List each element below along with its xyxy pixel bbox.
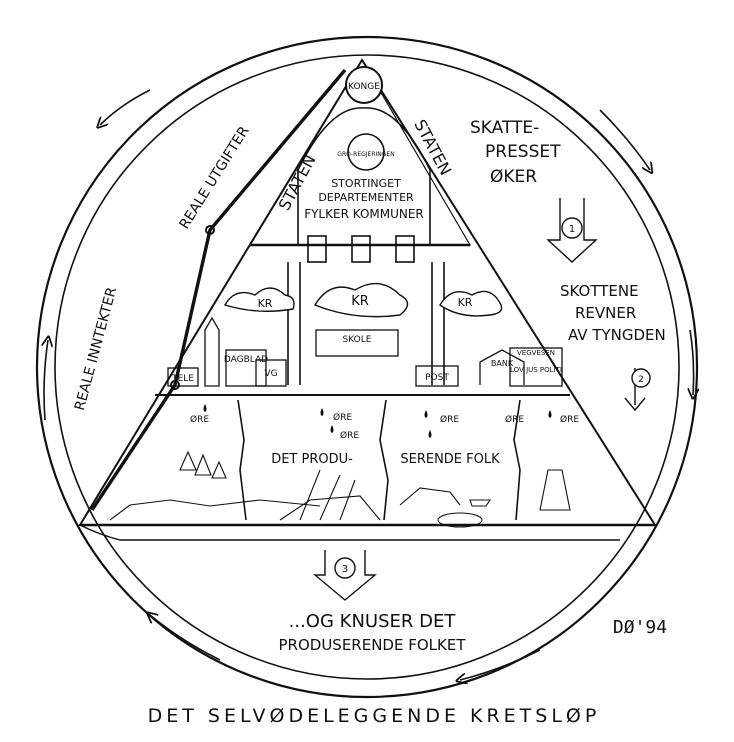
step-1-number: 1 [569, 224, 575, 235]
gro-seal-label: GRO-REGJERINGEN [337, 151, 394, 158]
step-1-line-1: SKATTE- [470, 118, 539, 138]
step-2-line-2: REVNER [575, 304, 636, 322]
artist-signature: DØ'94 [613, 617, 667, 638]
people-label-left: DET PRODU- [271, 452, 353, 467]
cloud-label-left: KR [258, 297, 273, 310]
drop-label-3: ØRE [340, 430, 359, 441]
cloud-label-center: KR [351, 294, 369, 309]
dagblad-label: DAGBLAD [224, 355, 268, 365]
step-2-line-3: AV TYNGDEN [568, 326, 666, 344]
pillars [287, 262, 445, 385]
step-1-arrow [546, 198, 598, 263]
post-label: POST [425, 373, 449, 383]
cycle-arrows [44, 89, 694, 680]
skole-label: SKOLE [343, 335, 372, 345]
staten-left-label: STATEN [275, 151, 320, 213]
reale-utgifter-label: REALE UTGIFTER [177, 123, 253, 232]
drop-label-5: ØRE [505, 414, 524, 425]
cloud-center: KR [313, 282, 409, 318]
bank-label: BANK [491, 359, 514, 368]
konge-label: KONGE [348, 82, 380, 92]
income-expense-line [90, 68, 347, 511]
institution-buildings [167, 316, 563, 387]
government-arch [297, 107, 431, 245]
gov-line-departementer: DEPARTEMENTER [318, 191, 414, 204]
gov-line-fylker: FYLKER KOMMUNER [304, 207, 424, 221]
outer-cycle-ring [35, 35, 699, 699]
tele-label: TELE [171, 374, 194, 384]
knot-upper [205, 225, 215, 235]
step-3-number: 3 [342, 564, 348, 575]
step-1-line-2: PRESSET [485, 142, 561, 162]
landscape-sketch [109, 450, 571, 528]
vegvesen-label: VEGVESEN [517, 349, 555, 357]
cloud-label-right: KR [458, 296, 473, 309]
step-2-line-1: SKOTTENE [560, 282, 639, 300]
reale-inntekter-label: REALE INNTEKTER [72, 285, 120, 412]
drop-label-6: ØRE [560, 414, 579, 425]
diagram-title: DET SELVØDELEGGENDE KRETSLØP [148, 705, 601, 727]
crack-posts [237, 399, 521, 521]
pyramid [78, 58, 657, 541]
gro-seal: GRO-REGJERINGEN [337, 133, 395, 171]
cloud-right: KR [439, 290, 503, 317]
drop-label-2: ØRE [333, 412, 352, 423]
people-label-right: SERENDE FOLK [400, 452, 500, 467]
vg-label: VG [264, 369, 277, 379]
lov-label: LOV JUS POLITI [510, 366, 562, 374]
step-2-number: 2 [638, 375, 644, 385]
knot-lower [170, 380, 180, 390]
step-1-line-3: ØKER [490, 167, 537, 187]
drops [203, 404, 552, 438]
step-3-line-2: PRODUSERENDE FOLKET [279, 636, 467, 654]
drop-label-4: ØRE [440, 414, 459, 425]
step-2-arrow [624, 368, 651, 412]
drop-label-1: ØRE [190, 414, 209, 425]
cloud-left: KR [223, 287, 295, 312]
gov-line-stortinget: STORTINGET [331, 177, 401, 190]
step-3-line-1: ...OG KNUSER DET [289, 611, 457, 632]
step-3-arrow [313, 550, 377, 601]
konge-badge: KONGE [345, 66, 383, 104]
pipes [307, 235, 415, 263]
